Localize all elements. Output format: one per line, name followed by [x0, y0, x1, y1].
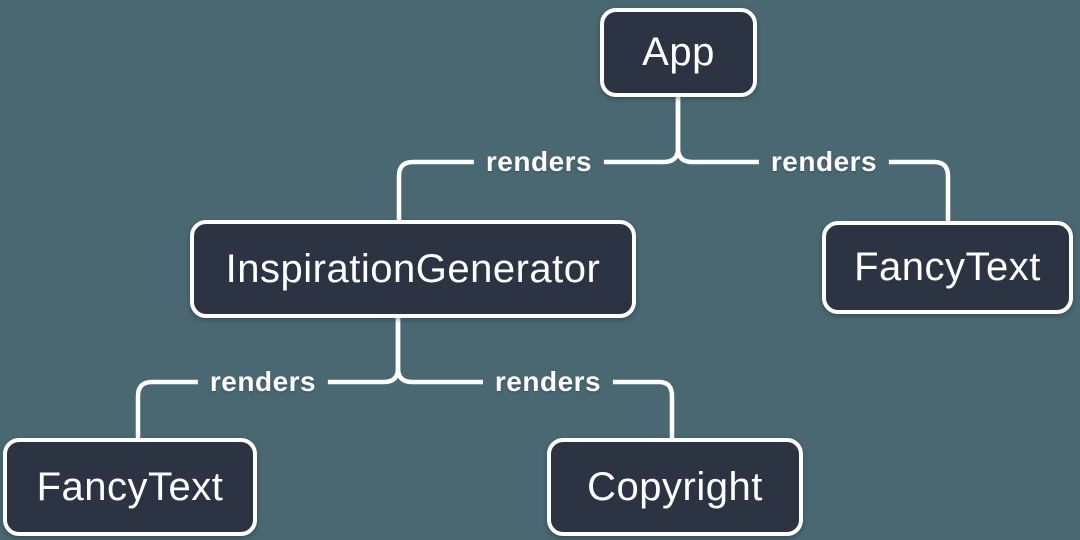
- node-fancy-text-bottom-label: FancyText: [36, 464, 224, 509]
- edge-label-app-inspirationgenerator: renders: [473, 145, 605, 179]
- node-app: App: [600, 8, 757, 97]
- edge-label-app-fancytext: renders: [758, 145, 890, 179]
- node-fancy-text-bottom: FancyText: [3, 438, 257, 536]
- node-app-label: App: [642, 30, 715, 74]
- node-fancy-text-top-label: FancyText: [854, 245, 1041, 289]
- node-fancy-text-top: FancyText: [822, 221, 1073, 314]
- edge-label-inspirationgenerator-fancytext: renders: [197, 365, 329, 399]
- node-inspiration-generator-label: InspirationGenerator: [225, 246, 601, 291]
- node-inspiration-generator: InspirationGenerator: [190, 220, 636, 318]
- node-copyright-label: Copyright: [587, 464, 763, 509]
- edge-label-inspirationgenerator-copyright: renders: [482, 365, 614, 399]
- node-copyright: Copyright: [547, 438, 803, 536]
